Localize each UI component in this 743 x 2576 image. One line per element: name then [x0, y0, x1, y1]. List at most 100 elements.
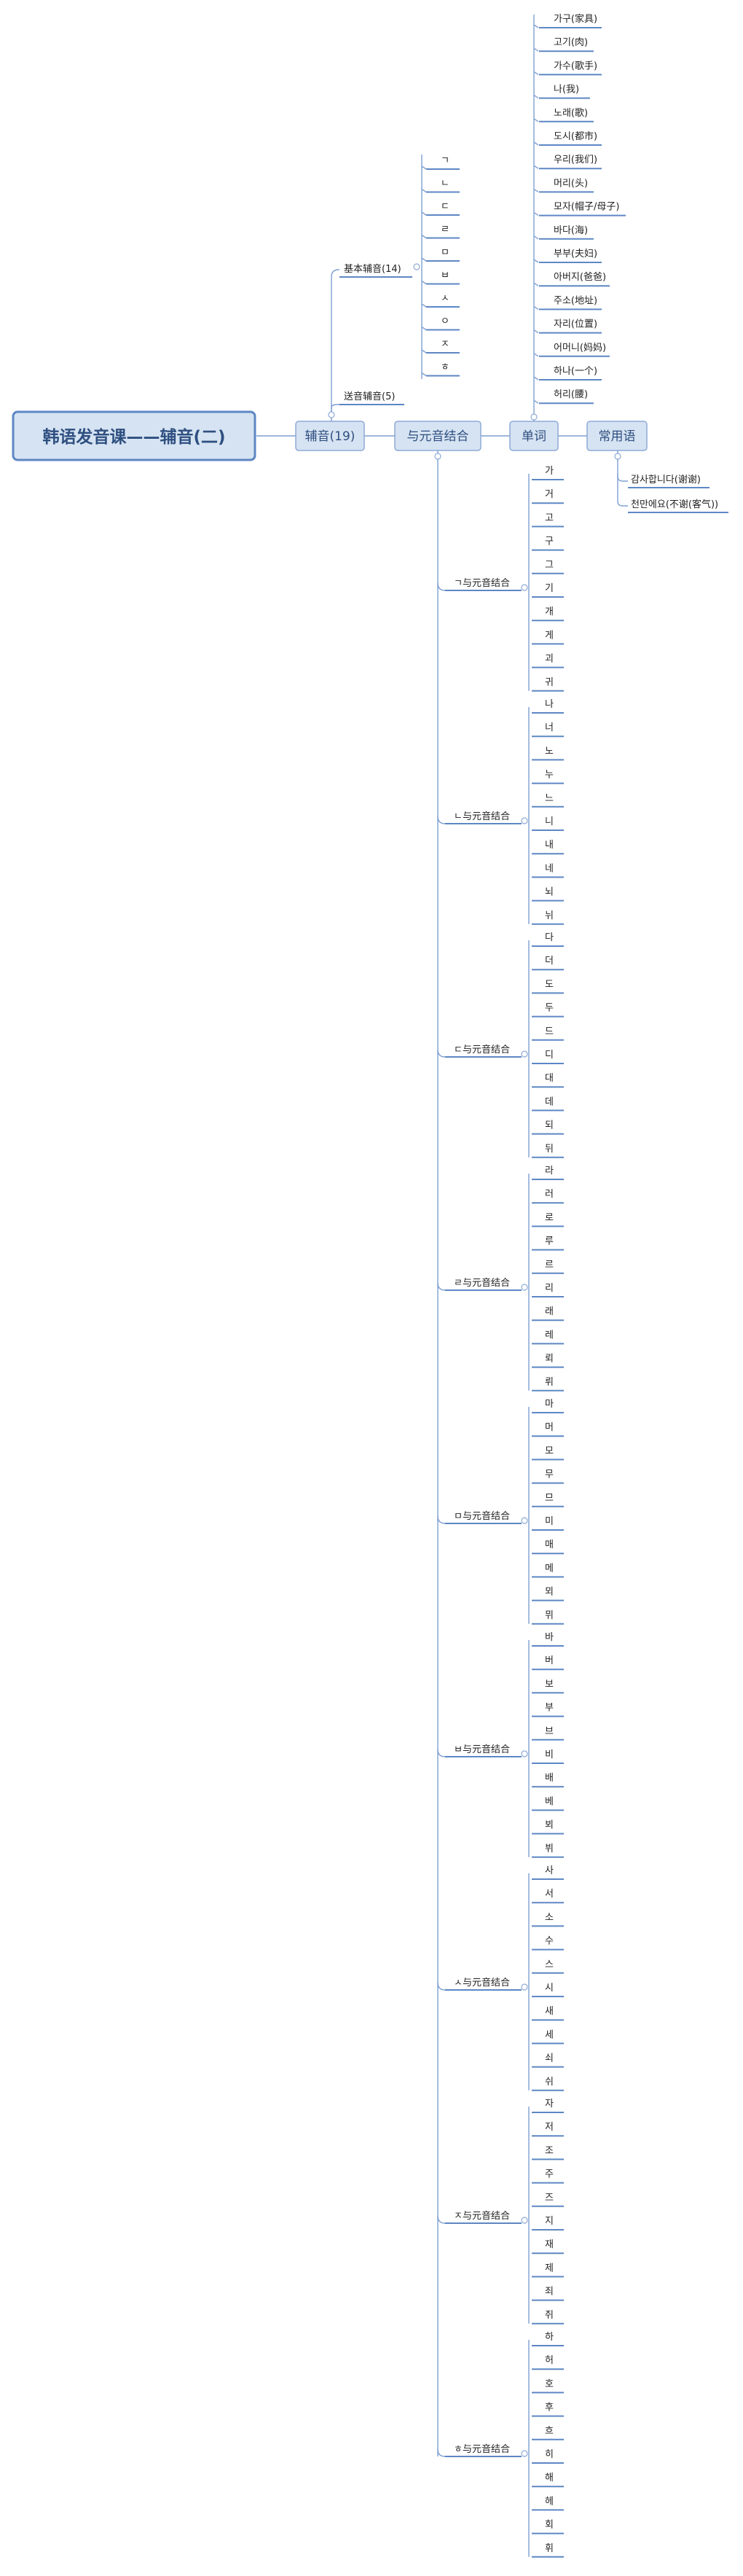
syllable-item[interactable]: 리	[545, 1283, 554, 1294]
word-item[interactable]: 허리(腰)	[554, 389, 588, 400]
syllable-item[interactable]: 허	[545, 2355, 554, 2366]
syllable-item[interactable]: 니	[545, 816, 554, 827]
consonant-item[interactable]: ㄹ	[441, 225, 449, 235]
collapse-handle[interactable]	[328, 411, 335, 418]
syllable-item[interactable]: 메	[545, 1563, 554, 1574]
syllable-item[interactable]: 베	[545, 1796, 554, 1807]
word-item[interactable]: 나(我)	[554, 85, 579, 95]
syllable-item[interactable]: 래	[545, 1306, 554, 1317]
syllable-item[interactable]: 브	[545, 1726, 554, 1737]
word-item[interactable]: 아버지(爸爸)	[554, 272, 606, 283]
word-item[interactable]: 어머니(妈妈)	[554, 343, 606, 354]
syllable-item[interactable]: 스	[545, 1959, 554, 1970]
syllable-item[interactable]: 거	[545, 489, 554, 500]
syllable-item[interactable]: 내	[545, 840, 554, 851]
syllable-item[interactable]: 주	[545, 2169, 554, 2180]
syllable-item[interactable]: 머	[545, 1422, 554, 1433]
syllable-item[interactable]: 마	[545, 1399, 554, 1410]
syllable-item[interactable]: 다	[545, 932, 554, 943]
syllable-item[interactable]: 죄	[545, 2287, 554, 2298]
collapse-handle[interactable]	[521, 817, 528, 824]
syllable-item[interactable]: 해	[545, 2472, 554, 2483]
syllable-item[interactable]: 쉬	[545, 2077, 554, 2088]
syllable-item[interactable]: 뒤	[545, 1144, 554, 1155]
syllable-item[interactable]: 뢰	[545, 1354, 554, 1365]
collapse-handle[interactable]	[530, 413, 538, 421]
syllable-item[interactable]: 뤼	[545, 1377, 554, 1388]
syllable-item[interactable]: 서	[545, 1889, 554, 1900]
syllable-item[interactable]: 조	[545, 2145, 554, 2156]
syllable-item[interactable]: 도	[545, 979, 554, 990]
syllable-item[interactable]: 디	[545, 1050, 554, 1061]
syllable-item[interactable]: 지	[545, 2216, 554, 2227]
collapse-handle[interactable]	[521, 1284, 528, 1291]
word-item[interactable]: 모자(帽子/母子)	[554, 201, 619, 213]
syllable-item[interactable]: 그	[545, 560, 554, 571]
syllable-item[interactable]: 사	[545, 1865, 554, 1876]
syllable-item[interactable]: 미	[545, 1516, 554, 1527]
consonant-item[interactable]: ㅁ	[441, 247, 449, 258]
syllable-item[interactable]: 헤	[545, 2496, 554, 2507]
syllable-item[interactable]: 바	[545, 1632, 554, 1643]
syllable-item[interactable]: 수	[545, 1936, 554, 1947]
syllable-item[interactable]: 나	[545, 699, 554, 710]
syllable-item[interactable]: 괴	[545, 654, 554, 665]
word-item[interactable]: 우리(我们)	[554, 155, 597, 165]
syllable-item[interactable]: 시	[545, 1983, 554, 1994]
syllable-item[interactable]: 더	[545, 956, 554, 967]
collapse-handle[interactable]	[521, 1750, 528, 1757]
word-item[interactable]: 머리(头)	[554, 178, 588, 189]
consonant-item[interactable]: ㅂ	[441, 270, 449, 281]
word-item[interactable]: 도시(都市)	[554, 130, 597, 142]
syllable-item[interactable]: 하	[545, 2332, 554, 2343]
syllable-item[interactable]: 무	[545, 1470, 554, 1480]
syllable-item[interactable]: 드	[545, 1026, 554, 1037]
word-item[interactable]: 가구(家具)	[554, 13, 597, 25]
syllable-item[interactable]: 게	[545, 630, 554, 641]
syllable-item[interactable]: 레	[545, 1330, 554, 1340]
syllable-item[interactable]: 히	[545, 2449, 554, 2460]
consonant-item[interactable]: ㅅ	[441, 293, 449, 304]
branch-consonants[interactable]	[295, 421, 365, 451]
syllable-item[interactable]: 가	[545, 466, 554, 477]
syllable-item[interactable]: 뉘	[545, 910, 554, 921]
syllable-item[interactable]: 모	[545, 1445, 554, 1456]
word-item[interactable]: 하나(一个)	[554, 366, 597, 377]
syllable-item[interactable]: 귀	[545, 677, 554, 688]
syllable-item[interactable]: 되	[545, 1120, 554, 1131]
syllable-item[interactable]: 비	[545, 1749, 554, 1760]
syllable-item[interactable]: 배	[545, 1773, 554, 1784]
phrase-item[interactable]: 감사합니다(谢谢)	[631, 474, 701, 485]
syllable-item[interactable]: 매	[545, 1539, 554, 1550]
syllable-item[interactable]: 자	[545, 2099, 554, 2109]
collapse-handle[interactable]	[521, 2450, 528, 2457]
syllable-item[interactable]: 제	[545, 2263, 554, 2273]
syllable-item[interactable]: 보	[545, 1679, 554, 1690]
consonant-item[interactable]: ㅇ	[441, 316, 449, 327]
word-item[interactable]: 자리(位置)	[554, 319, 597, 330]
consonant-item[interactable]: ㄱ	[441, 155, 449, 166]
syllable-item[interactable]: 버	[545, 1655, 554, 1666]
syllable-item[interactable]: 뇌	[545, 887, 554, 898]
collapse-handle[interactable]	[521, 1983, 528, 1991]
syllable-item[interactable]: 대	[545, 1073, 554, 1084]
syllable-item[interactable]: 루	[545, 1236, 554, 1247]
collapse-handle[interactable]	[521, 1517, 528, 1524]
word-item[interactable]: 주소(地址)	[554, 295, 597, 306]
consonant-item[interactable]: ㄴ	[441, 179, 449, 190]
collapse-handle[interactable]	[521, 584, 528, 591]
syllable-item[interactable]: 후	[545, 2403, 554, 2413]
syllable-item[interactable]: 뮈	[545, 1610, 554, 1621]
collapse-handle[interactable]	[614, 453, 621, 460]
branch-phrases[interactable]	[586, 421, 648, 451]
syllable-item[interactable]: 저	[545, 2122, 554, 2133]
collapse-handle[interactable]	[521, 2217, 528, 2224]
syllable-item[interactable]: 즈	[545, 2193, 554, 2204]
syllable-item[interactable]: 흐	[545, 2426, 554, 2437]
consonant-item[interactable]: ㅎ	[441, 362, 449, 373]
syllable-item[interactable]: 데	[545, 1096, 554, 1107]
syllable-item[interactable]: 쥐	[545, 2310, 554, 2321]
word-item[interactable]: 바다(海)	[554, 225, 588, 236]
syllable-item[interactable]: 너	[545, 722, 554, 733]
syllable-item[interactable]: 라	[545, 1166, 554, 1176]
